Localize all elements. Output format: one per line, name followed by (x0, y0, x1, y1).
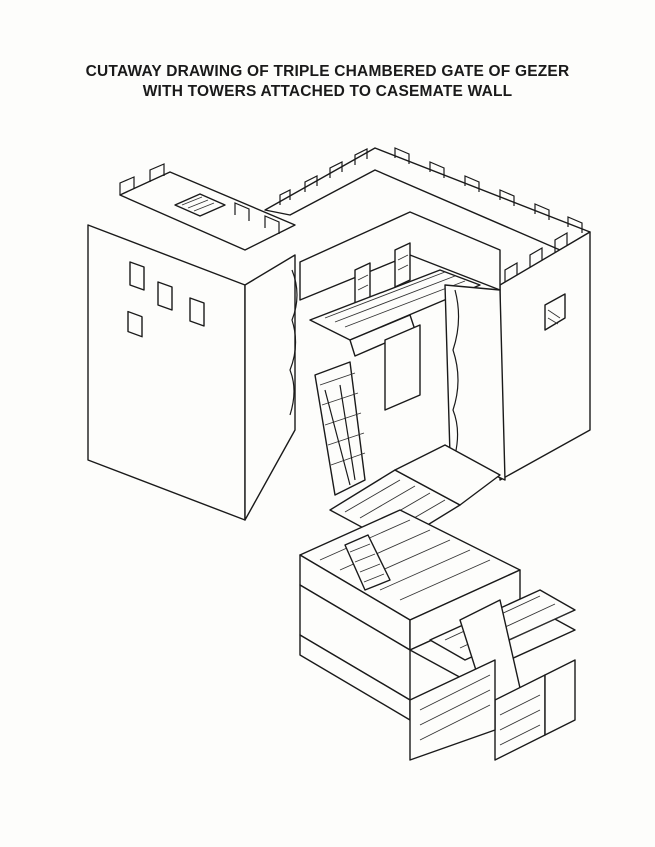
inner-doorway-2 (394, 242, 411, 288)
right-tower-window (544, 293, 566, 331)
tower-window-2 (157, 281, 173, 311)
tower-stair-opening (174, 193, 226, 217)
outer-gate-platform (299, 509, 521, 651)
tower-window-3 (189, 297, 205, 327)
title-line-2: WITH TOWERS ATTACHED TO CASEMATE WALL (142, 83, 513, 100)
right-tower (499, 231, 591, 481)
left-tower (87, 163, 296, 521)
figure-title: CUTAWAY DRAWING OF TRIPLE CHAMBERED GATE… (0, 62, 655, 102)
gate-chambers (289, 211, 506, 481)
inner-step (394, 444, 501, 506)
tower-window-1 (127, 310, 143, 338)
gate-doors (314, 361, 366, 496)
tower-window-1b (129, 261, 145, 291)
approach-walls (299, 584, 576, 761)
central-pier (384, 324, 421, 411)
upper-beam-floor (309, 269, 481, 341)
title-line-1: CUTAWAY DRAWING OF TRIPLE CHAMBERED GATE… (85, 63, 570, 80)
